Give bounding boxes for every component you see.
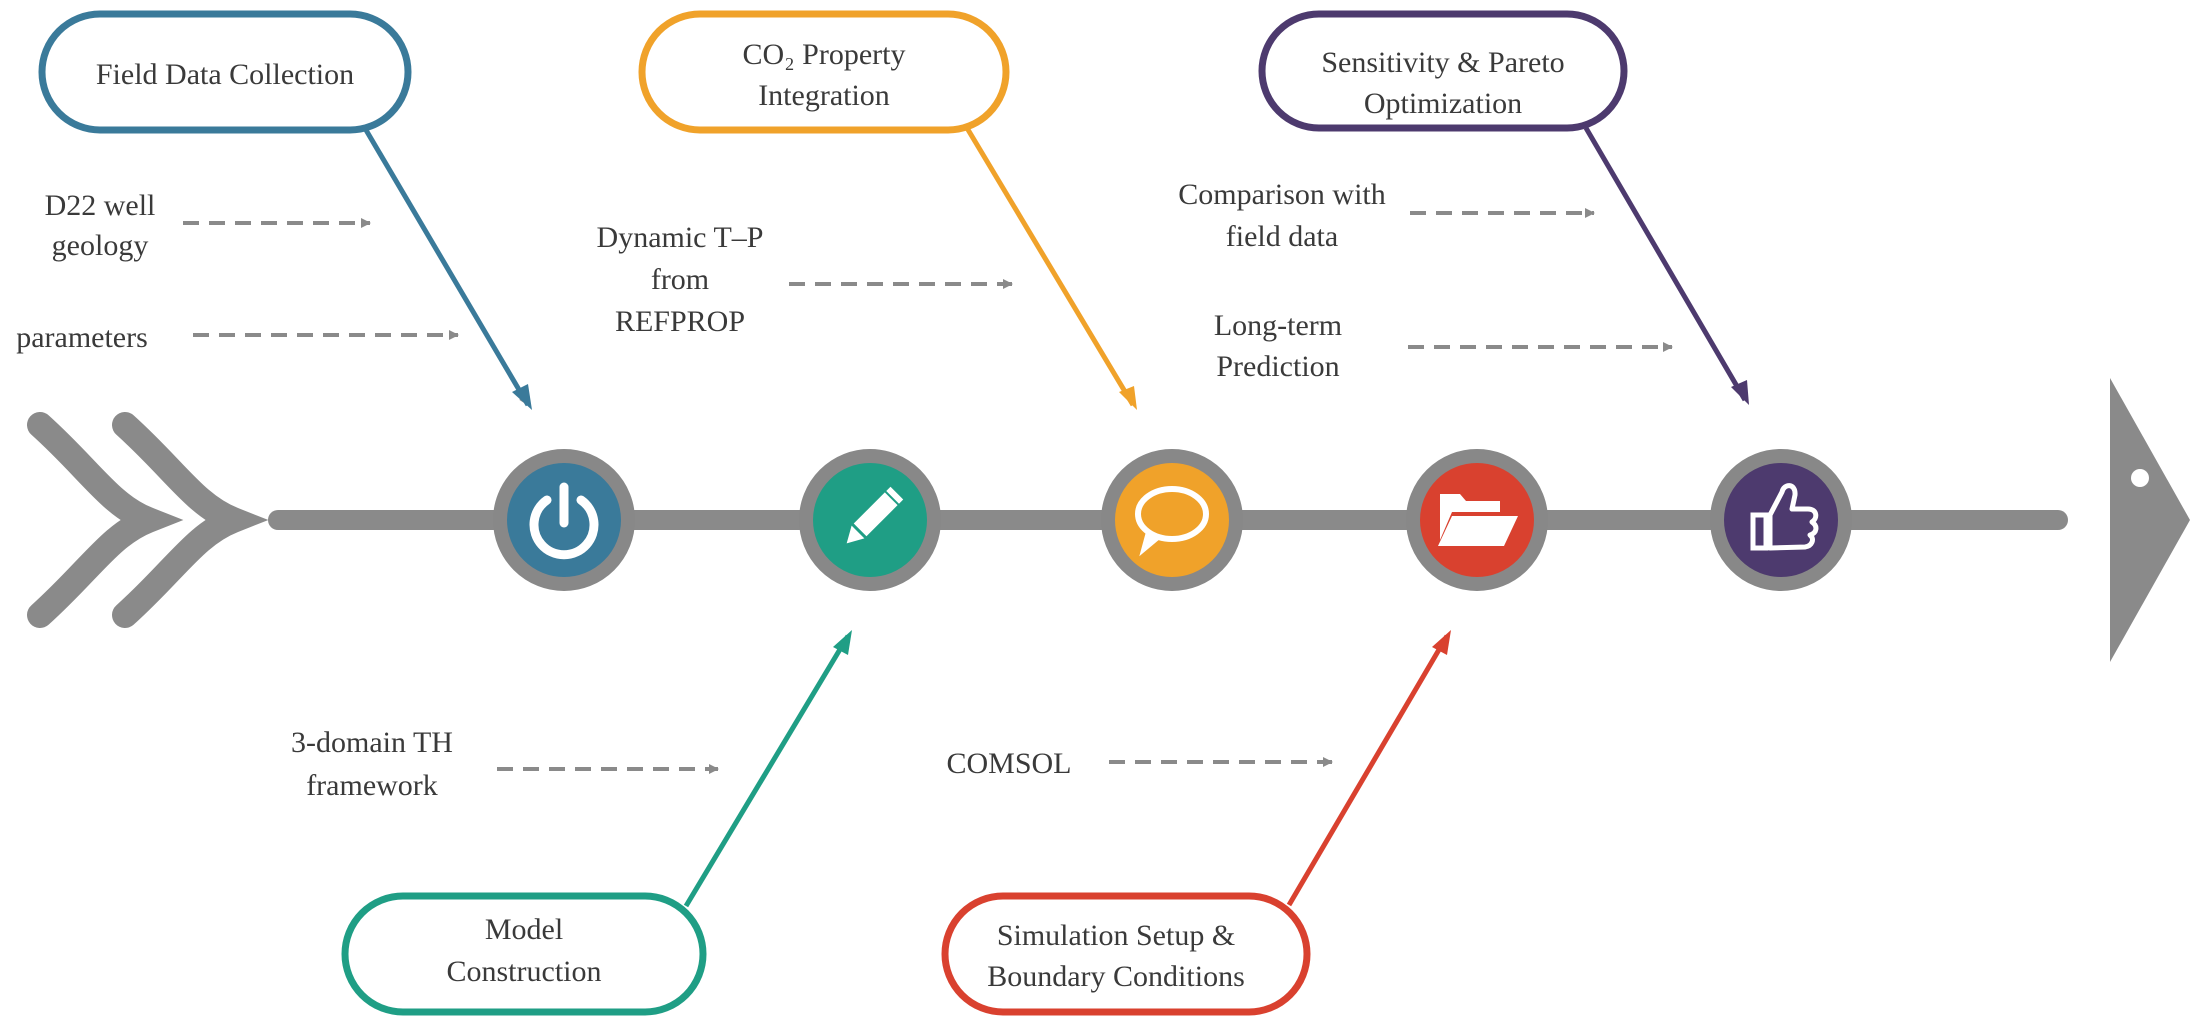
power-icon	[529, 482, 599, 560]
note-comsol: COMSOL	[946, 747, 1071, 780]
tail-chevrons-icon	[27, 412, 269, 628]
pill-co2-property-label-line1: CO₂ Property	[743, 38, 906, 71]
model-construction-connector	[683, 634, 851, 908]
note-geology-line2: geology	[52, 229, 149, 262]
simulation-setup-arrowhead	[1432, 630, 1451, 655]
pill-sensitivity-label-line2: Optimization	[1364, 87, 1522, 120]
model-construction-arrowhead	[833, 630, 852, 655]
pill-co2-property-label-line2: Integration	[758, 79, 890, 112]
comment-icon	[1135, 486, 1209, 557]
note-comparison-line2: field data	[1226, 220, 1338, 253]
node-sensitivity	[1710, 449, 1852, 591]
note-parameters: parameters	[16, 321, 148, 354]
field-data-arrowhead	[512, 384, 532, 410]
co2-property-connector	[964, 126, 1136, 407]
pencil-icon	[846, 486, 904, 544]
note-framework-line2: framework	[306, 769, 438, 802]
pill-simulation-setup-label-line2: Boundary Conditions	[987, 960, 1245, 993]
pill-model-construction: Model Construction	[341, 892, 707, 1016]
node-co2-property	[1101, 449, 1243, 591]
pill-sensitivity-label-line1: Sensitivity & Pareto	[1321, 46, 1564, 79]
folder-open-icon	[1438, 494, 1518, 546]
pill-model-construction-label-line2: Construction	[447, 955, 602, 988]
note-refprop-line3: REFPROP	[615, 305, 745, 338]
pill-co2-property: CO₂ Property Integration	[638, 10, 1010, 134]
sensitivity-arrowhead	[1731, 380, 1749, 405]
field-data-connector	[363, 128, 531, 407]
node-field-data	[493, 449, 635, 591]
pill-simulation-setup: Simulation Setup & Boundary Conditions	[941, 892, 1311, 1016]
note-refprop-line1: Dynamic T–P	[597, 221, 764, 254]
notes: D22 well geology parameters Dynamic T–P …	[16, 178, 1386, 802]
note-geology-line1: D22 well	[45, 189, 156, 222]
node-model-construction	[799, 449, 941, 591]
dashed-arrows	[183, 208, 1673, 774]
pill-sensitivity: Sensitivity & Pareto Optimization	[1258, 10, 1628, 132]
note-refprop-line2: from	[651, 263, 709, 296]
pill-model-construction-label-line1: Model	[485, 913, 563, 946]
note-prediction-line2: Prediction	[1216, 350, 1339, 383]
node-simulation-setup	[1406, 449, 1548, 591]
sensitivity-connector	[1583, 126, 1748, 402]
note-comparison-line1: Comparison with	[1178, 178, 1386, 211]
thumbs-up-icon	[1750, 483, 1819, 551]
note-prediction-line1: Long-term	[1214, 309, 1342, 342]
fish-head-icon	[2110, 378, 2190, 662]
pill-simulation-setup-label-line1: Simulation Setup &	[997, 919, 1235, 952]
simulation-setup-connector	[1286, 634, 1450, 907]
co2-property-arrowhead	[1119, 386, 1137, 410]
pill-field-data-label: Field Data Collection	[96, 58, 354, 91]
note-framework-line1: 3-domain TH	[291, 726, 453, 759]
pill-field-data: Field Data Collection	[38, 10, 412, 134]
